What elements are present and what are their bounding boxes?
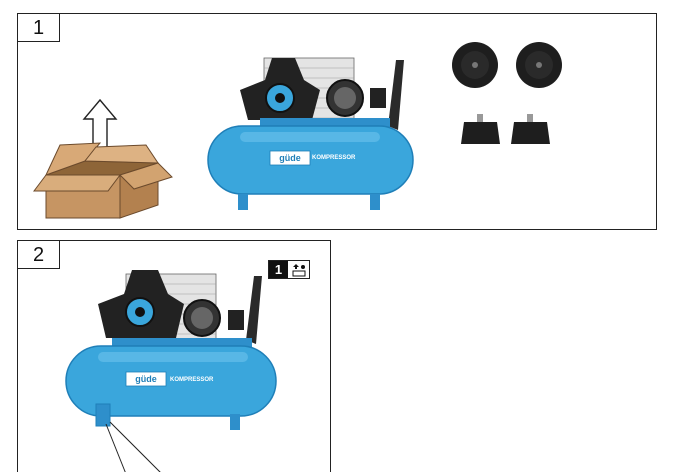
model-label: KOMPRESSOR xyxy=(312,155,356,161)
package-contents-icon xyxy=(288,261,309,278)
rubber-foot-round-2 xyxy=(516,42,562,88)
reference-badge: 1 xyxy=(268,260,310,279)
compressor-illustration xyxy=(207,57,414,210)
model-label-step-2: KOMPRESSOR xyxy=(170,377,214,383)
compressor-illustration-step-2 xyxy=(65,270,277,472)
reference-badge-number: 1 xyxy=(269,261,288,278)
rubber-foot-side-1 xyxy=(461,114,500,144)
brand-logo-step-2: güde xyxy=(135,374,157,384)
step-2-number: 2 xyxy=(18,241,60,269)
step-1-number: 1 xyxy=(18,14,60,42)
brand-logo: güde xyxy=(279,153,301,163)
rubber-foot-round-1 xyxy=(452,42,498,88)
rubber-foot-side-2 xyxy=(511,114,550,144)
open-box-icon xyxy=(33,98,173,219)
